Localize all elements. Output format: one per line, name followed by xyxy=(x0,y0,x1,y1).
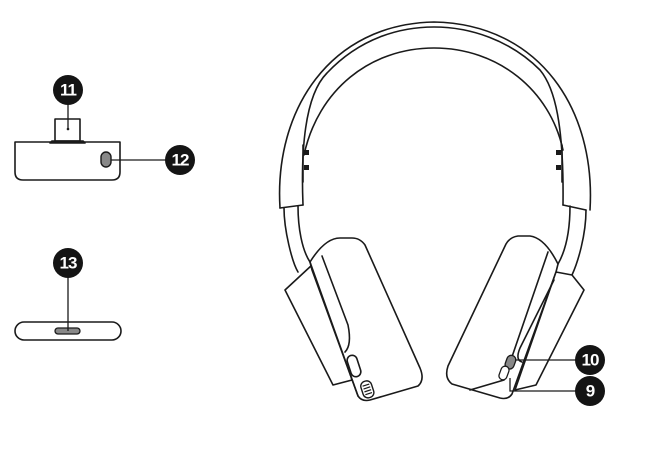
svg-text:10: 10 xyxy=(582,351,599,370)
headband-outer xyxy=(278,21,592,211)
yoke-right-outer xyxy=(571,209,587,276)
yoke-left-outer xyxy=(283,207,299,273)
svg-text:11: 11 xyxy=(60,81,77,100)
svg-text:13: 13 xyxy=(60,254,77,273)
dongle-button xyxy=(100,151,112,168)
dongle-front-view xyxy=(14,118,121,181)
right-earcup-inner-panel xyxy=(517,279,555,363)
left-earcup-inner-panel xyxy=(321,255,351,353)
right-earcup-shell xyxy=(445,235,559,400)
callout-11: 11 xyxy=(53,75,83,105)
adjuster-notches-left xyxy=(302,144,309,183)
left-earcup xyxy=(284,237,423,402)
callout-12: 12 xyxy=(165,145,195,175)
left-earcup-button xyxy=(346,354,362,378)
headphones xyxy=(278,21,592,402)
headband-end-right xyxy=(562,204,587,211)
callout-13: 13 xyxy=(53,248,83,278)
left-earcup-seam xyxy=(309,261,359,397)
headband-inner xyxy=(303,47,564,156)
dongle-body xyxy=(14,141,121,181)
right-earcup-switch xyxy=(498,354,517,381)
leader-9 xyxy=(509,378,578,392)
yoke-right-inner xyxy=(557,205,571,265)
plug-center-dot xyxy=(66,127,70,131)
yoke-left-inner xyxy=(297,205,311,263)
headband-cushion-outer xyxy=(301,26,564,206)
svg-text:12: 12 xyxy=(172,151,189,170)
left-earcup-shell xyxy=(309,237,423,402)
callout-9: 9 xyxy=(575,376,605,406)
svg-text:9: 9 xyxy=(586,382,595,401)
adjuster-notches-right xyxy=(556,144,563,183)
left-earcup-grill-icon xyxy=(360,380,375,399)
right-earcup xyxy=(445,235,585,400)
callout-10: 10 xyxy=(575,345,605,375)
